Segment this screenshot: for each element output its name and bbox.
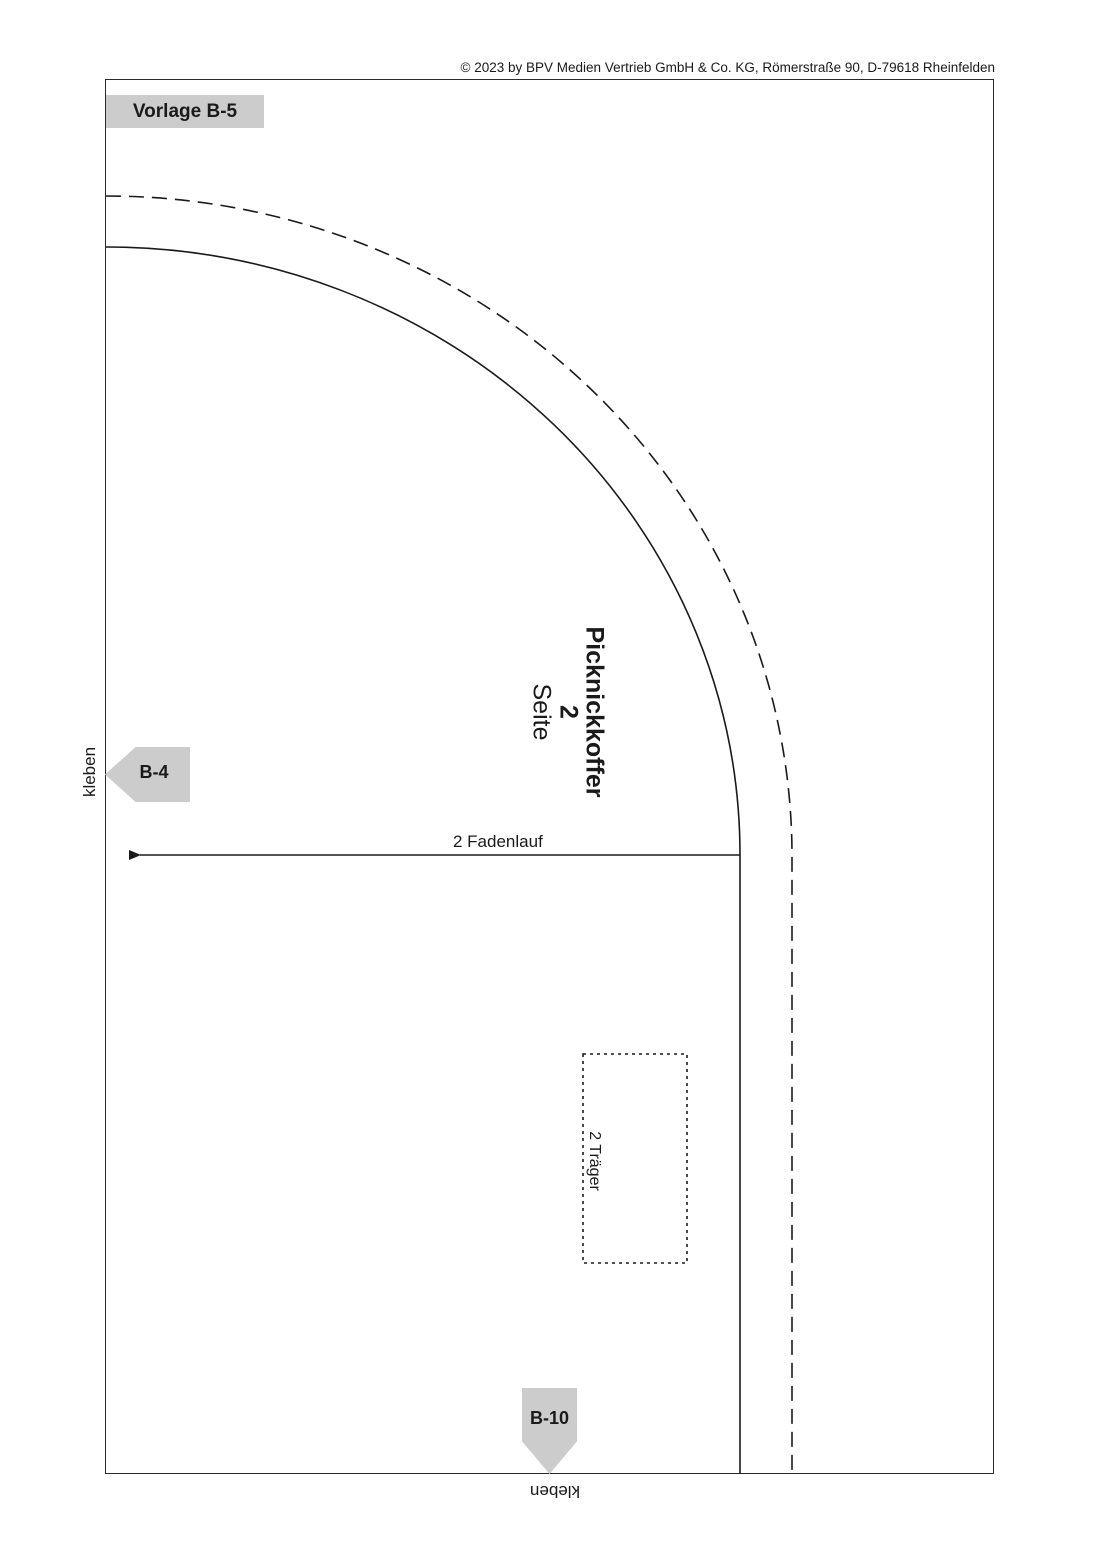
connector-tab-left-label: B-4 xyxy=(139,762,169,782)
template-label: Vorlage B-5 xyxy=(106,95,264,128)
piece-name: Picknickkoffer xyxy=(580,626,609,798)
grainline-label: 2 Fadenlauf xyxy=(453,832,543,851)
glue-label-left: kleben xyxy=(80,746,99,798)
strap-label: 2 Träger xyxy=(586,1131,603,1191)
piece-count: 2 xyxy=(554,705,583,719)
cutting-line xyxy=(105,246,741,1474)
seam-allowance-line xyxy=(105,195,793,1474)
glue-label-bottom: kleben xyxy=(529,1482,581,1501)
piece-part: Seite xyxy=(527,683,556,741)
strap-outline xyxy=(582,1053,688,1264)
connector-tab-bottom-label: B-10 xyxy=(529,1408,569,1428)
piece-title: Picknickkoffer 2 Seite xyxy=(527,626,609,798)
copyright-notice: © 2023 by BPV Medien Vertrieb GmbH & Co.… xyxy=(460,60,995,75)
